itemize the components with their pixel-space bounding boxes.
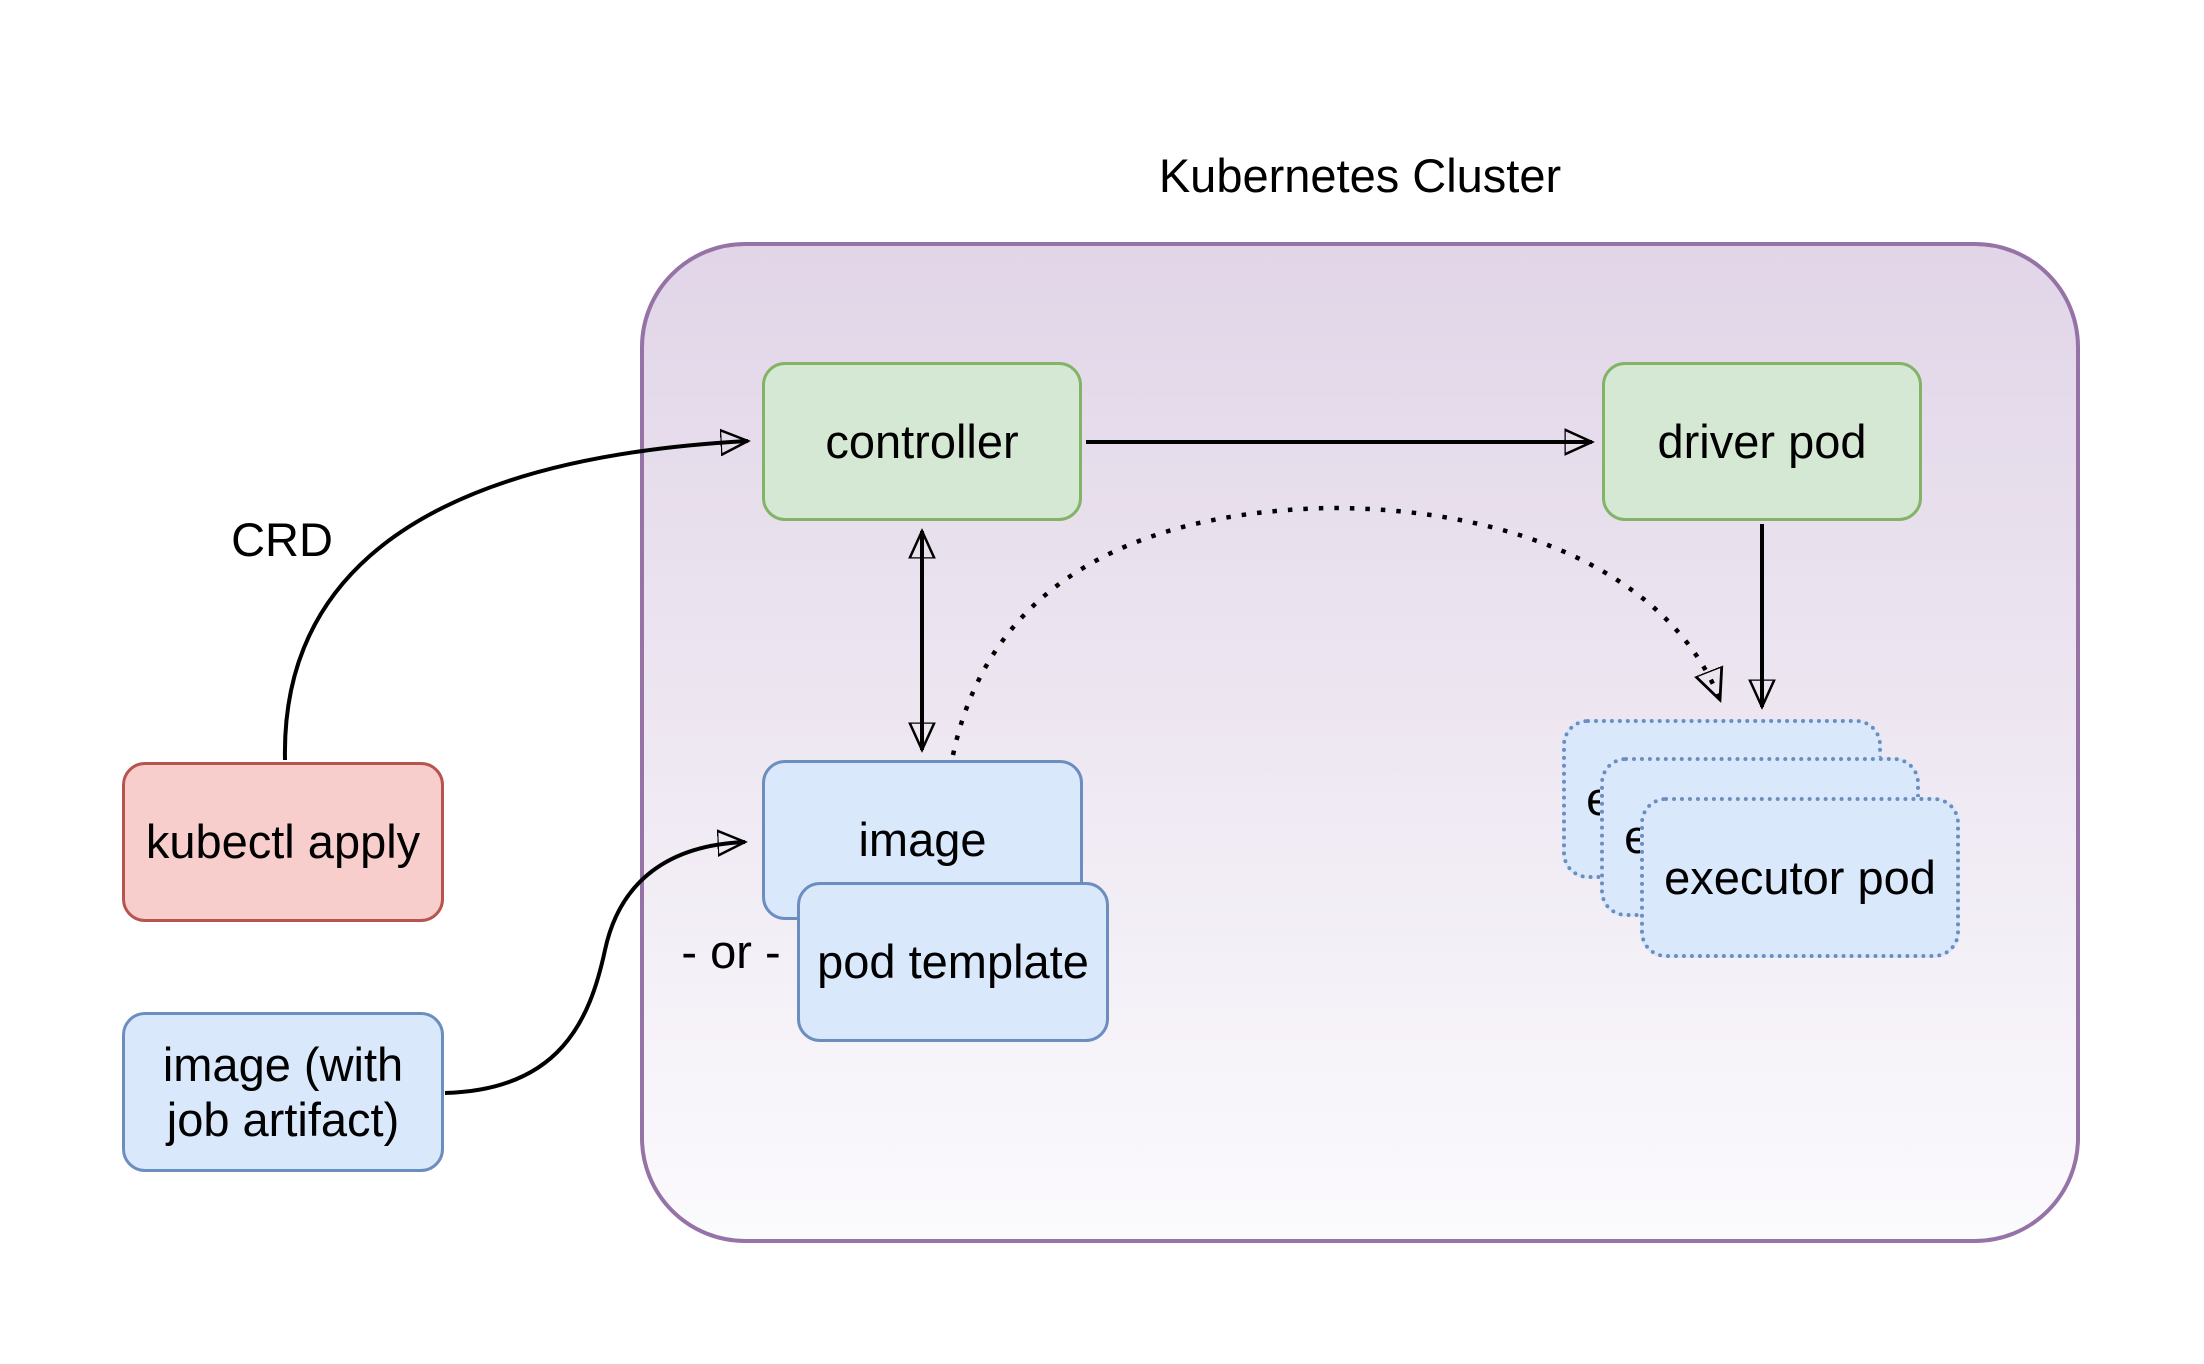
node-driver-pod: driver pod [1602, 362, 1922, 521]
node-image-label: image [858, 813, 987, 867]
node-image-with-job-artifact-label: image (with job artifact) [162, 1037, 404, 1146]
cluster-title: Kubernetes Cluster [1158, 149, 1562, 202]
node-image-with-job-artifact: image (with job artifact) [122, 1012, 444, 1172]
node-pod-template: pod template [797, 882, 1109, 1042]
node-driver-pod-label: driver pod [1657, 414, 1867, 468]
edge-label-crd: CRD [231, 513, 333, 566]
node-controller-label: controller [825, 414, 1019, 468]
node-kubectl-apply-label: kubectl apply [145, 815, 421, 869]
node-executor-pod-front: executor pod [1640, 797, 1960, 958]
node-pod-template-label: pod template [817, 935, 1089, 989]
node-executor-pod-front-label: executor pod [1664, 850, 1936, 904]
node-kubectl-apply: kubectl apply [122, 762, 444, 922]
node-controller: controller [762, 362, 1082, 521]
edge-label-or: - or - [681, 925, 781, 978]
